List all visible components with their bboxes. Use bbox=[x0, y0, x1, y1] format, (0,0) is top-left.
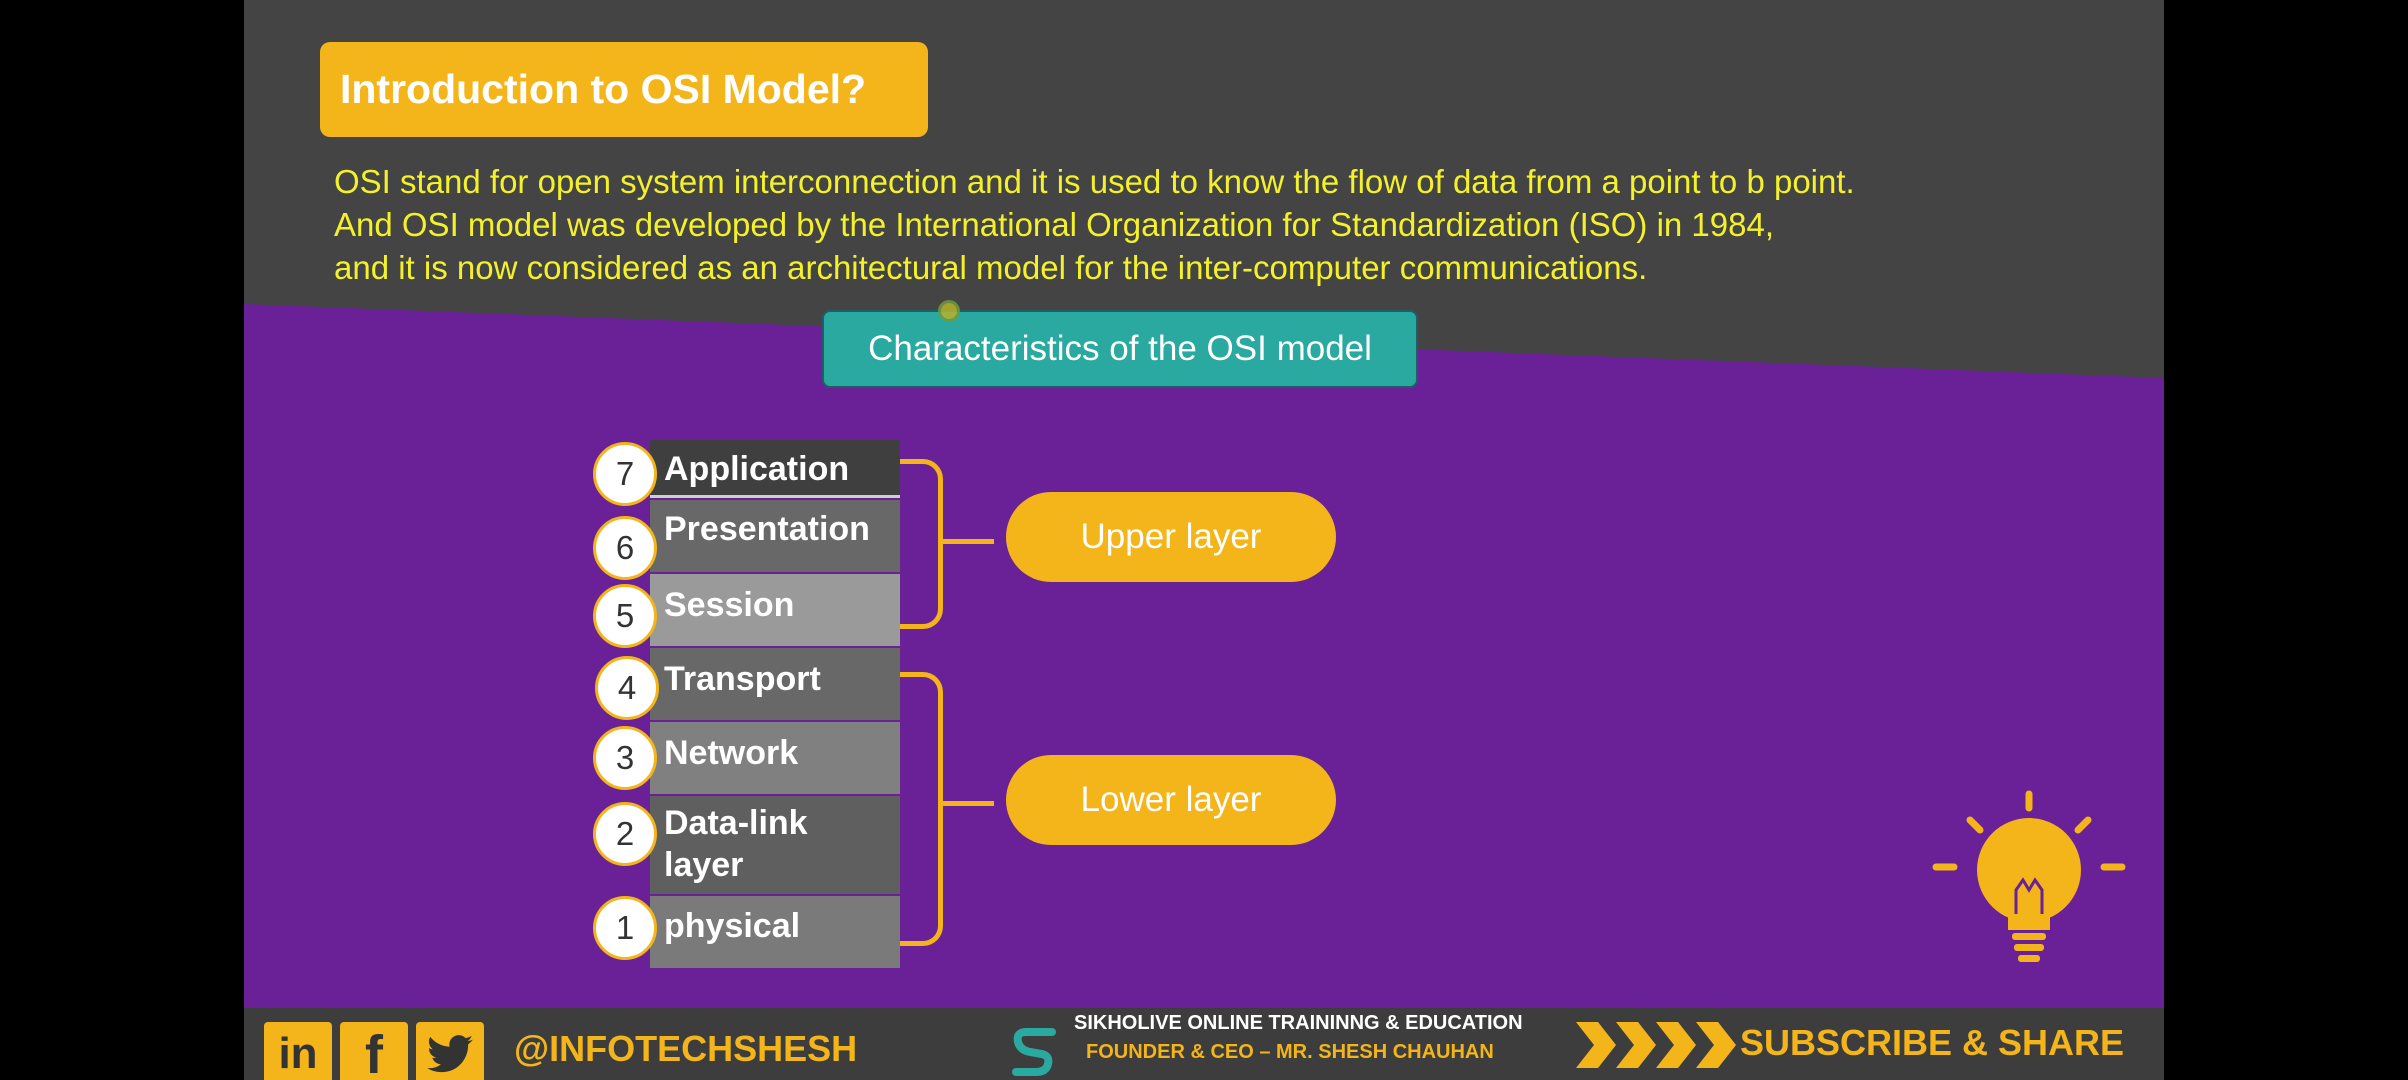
layer-number-1: 1 bbox=[593, 896, 657, 960]
brand-name: SIKHOLIVE ONLINE TRAININNG & EDUCATION bbox=[1074, 1012, 1523, 1034]
layer-label: Application bbox=[664, 450, 850, 488]
characteristics-label: Characteristics of the OSI model bbox=[822, 310, 1418, 388]
intro-line-3: and it is now considered as an architect… bbox=[334, 249, 1648, 286]
layer-number-3: 3 bbox=[593, 726, 657, 790]
subscribe-share[interactable]: SUBSCRIBE & SHARE bbox=[1740, 1022, 2125, 1063]
twitter-bird bbox=[427, 1035, 473, 1073]
layer-label: Network bbox=[664, 734, 799, 772]
layer-label: Data-link layer bbox=[664, 804, 808, 884]
layer-label: physical bbox=[664, 907, 801, 945]
layer-5-session: Session bbox=[650, 574, 900, 646]
layer-7-application: Application bbox=[650, 440, 900, 498]
social-handle: @INFOTECHSHESH bbox=[514, 1028, 858, 1069]
layer-2-data-link: Data-link layer bbox=[650, 796, 900, 894]
lightbulb-icon bbox=[1932, 790, 2126, 962]
intro-line-1: OSI stand for open system interconnectio… bbox=[334, 163, 1855, 200]
layer-number-6: 6 bbox=[593, 516, 657, 580]
layer-label: Session bbox=[664, 586, 795, 624]
intro-text: OSI stand for open system interconnectio… bbox=[334, 160, 2114, 289]
layer-number-7: 7 bbox=[593, 442, 657, 506]
upper-bracket-connector bbox=[941, 539, 994, 544]
layer-number-4: 4 bbox=[595, 656, 659, 720]
facebook-text: f bbox=[365, 1025, 383, 1080]
layer-label: Presentation bbox=[664, 510, 870, 548]
linkedin-icon[interactable]: in bbox=[264, 1022, 332, 1080]
layer-6-presentation: Presentation bbox=[650, 500, 900, 572]
layer-label: Transport bbox=[664, 660, 821, 698]
layer-number-5: 5 bbox=[593, 584, 657, 648]
sikholive-logo-icon bbox=[1012, 1028, 1056, 1076]
twitter-icon[interactable] bbox=[416, 1022, 484, 1080]
slide-title: Introduction to OSI Model? bbox=[320, 42, 928, 137]
lower-bracket-connector bbox=[941, 801, 994, 806]
chevrons-icon bbox=[1576, 1022, 1736, 1068]
layer-3-network: Network bbox=[650, 722, 900, 794]
upper-layer-label: Upper layer bbox=[1006, 492, 1336, 582]
lower-layer-bracket bbox=[900, 672, 943, 946]
lower-layer-label: Lower layer bbox=[1006, 755, 1336, 845]
footer-bar: in f @INFOTECHSHESH SIKHOLIVE ONLINE TRA… bbox=[244, 1008, 2164, 1080]
layer-1-physical: physical bbox=[650, 896, 900, 968]
slide: Introduction to OSI Model? OSI stand for… bbox=[244, 0, 2164, 1080]
brand-founder: FOUNDER & CEO – MR. SHESH CHAUHAN bbox=[1086, 1041, 1494, 1063]
linkedin-text: in bbox=[278, 1029, 318, 1078]
intro-line-2: And OSI model was developed by the Inter… bbox=[334, 206, 1775, 243]
facebook-icon[interactable]: f bbox=[340, 1022, 408, 1080]
cursor-indicator bbox=[938, 300, 960, 322]
layer-number-2: 2 bbox=[593, 802, 657, 866]
layer-4-transport: Transport bbox=[650, 648, 900, 720]
upper-layer-bracket bbox=[900, 459, 943, 629]
